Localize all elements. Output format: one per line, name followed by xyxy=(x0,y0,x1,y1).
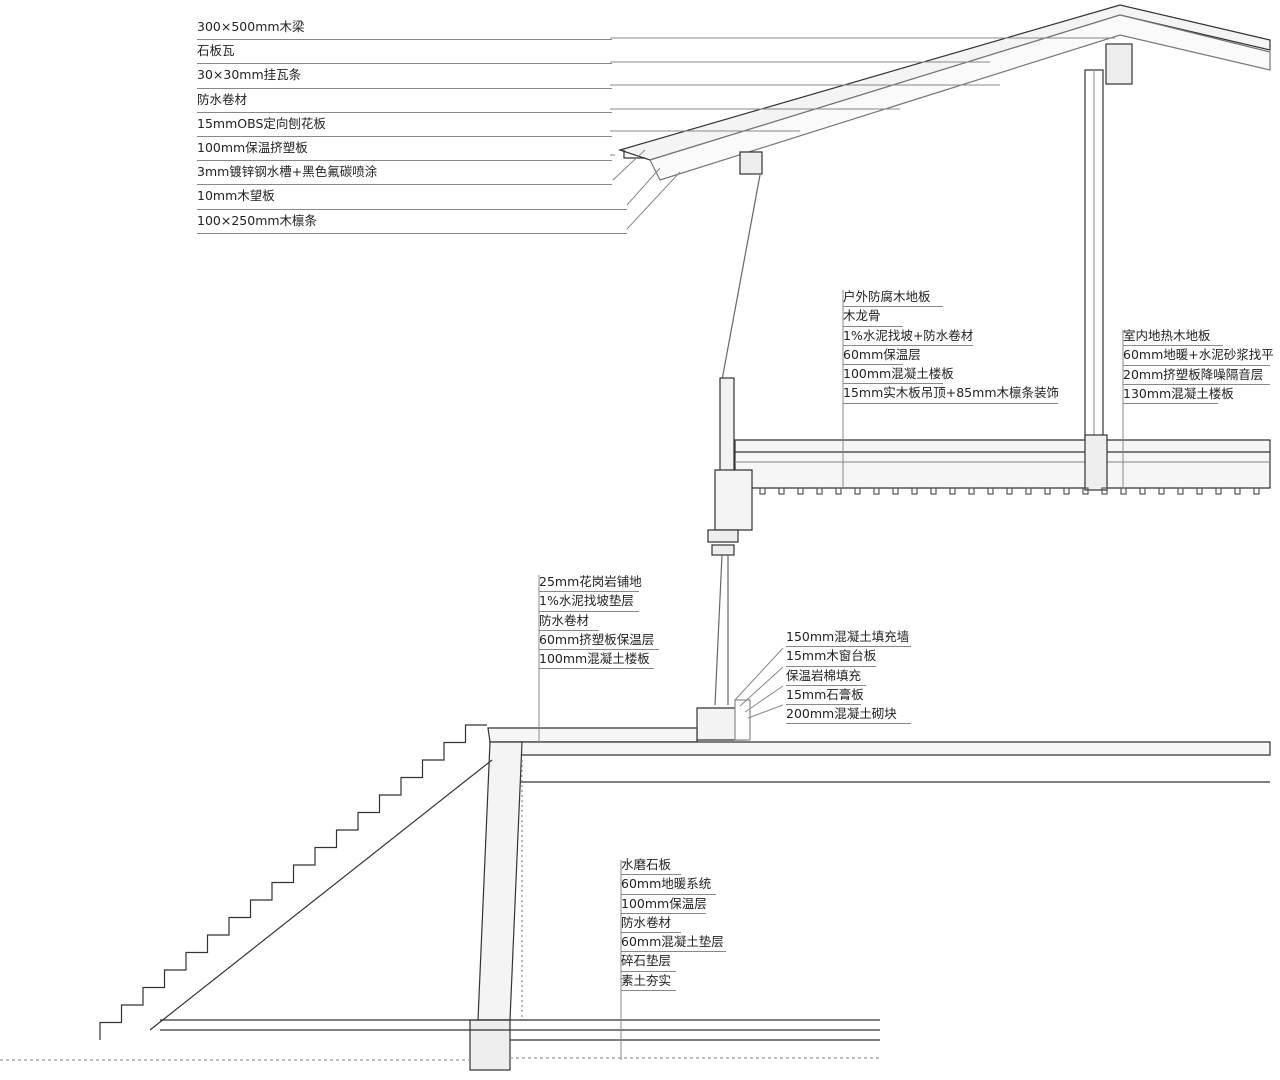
batten xyxy=(1044,487,1051,495)
layer-label: 1%水泥找坡+防水卷材 xyxy=(843,327,973,346)
layer-label: 25mm花岗岩铺地 xyxy=(539,573,642,593)
batten xyxy=(1006,487,1013,495)
batten xyxy=(1101,487,1108,495)
batten xyxy=(816,487,823,495)
layer-label: 防水卷材 xyxy=(621,914,681,934)
layer-label: 碎石垫层 xyxy=(621,952,676,972)
batten xyxy=(911,487,918,495)
batten xyxy=(1139,487,1146,495)
layer-label: 木龙骨 xyxy=(843,307,903,327)
footing xyxy=(469,1019,511,1071)
layer-label: 石板瓦 xyxy=(197,40,612,65)
retaining-wall xyxy=(477,741,523,1021)
layer-label: 100mm混凝土楼板 xyxy=(843,365,954,385)
batten xyxy=(1196,487,1203,495)
upper-wall-base xyxy=(1084,434,1108,491)
ground-line xyxy=(0,1057,880,1061)
layer-label: 100mm混凝土楼板 xyxy=(539,650,654,670)
batten xyxy=(930,487,937,495)
layer-label: 15mmOBS定向刨花板 xyxy=(197,113,612,137)
batten xyxy=(1253,487,1260,495)
layer-label: 60mm挤塑板保温层 xyxy=(539,631,659,651)
layer-label: 10mm木望板 xyxy=(197,185,627,210)
batten xyxy=(854,487,861,495)
glazing-lower xyxy=(714,554,723,706)
ground-slab xyxy=(160,1019,880,1041)
layer-label: 60mm地暖+水泥砂浆找平 xyxy=(1123,346,1274,366)
layer-label: 水磨石板 xyxy=(621,856,681,876)
layer-label: 150mm混凝土填充墙 xyxy=(786,628,911,648)
batten xyxy=(1063,487,1070,495)
layer-label: 15mm石膏板 xyxy=(786,686,864,706)
landing-slab xyxy=(487,727,698,743)
ground-floor-slab xyxy=(519,741,1271,756)
upper-floor-slab xyxy=(734,439,1271,489)
gutter xyxy=(623,150,645,159)
layer-label: 60mm地暖系统 xyxy=(621,875,716,895)
batten xyxy=(1025,487,1032,495)
layer-label: 100mm保温层 xyxy=(621,895,707,914)
cantilever-wall xyxy=(714,469,753,531)
batten xyxy=(1158,487,1165,495)
batten xyxy=(835,487,842,495)
layer-label: 100×250mm木檩条 xyxy=(197,210,627,234)
layer-label: 300×500mm木梁 xyxy=(197,16,612,41)
layer-label: 60mm保温层 xyxy=(843,346,921,366)
layer-label: 3mm镀锌钢水槽+黑色氟碳喷涂 xyxy=(197,161,612,186)
batten xyxy=(873,487,880,495)
layer-label: 保温岩棉填充 xyxy=(786,667,866,686)
layer-label: 户外防腐木地板 xyxy=(843,288,943,308)
batten xyxy=(892,487,899,495)
glazing-upper xyxy=(721,174,761,381)
layer-label: 防水卷材 xyxy=(197,89,612,113)
layer-label: 素土夯实 xyxy=(621,972,676,992)
layer-label: 60mm混凝土垫层 xyxy=(621,933,726,953)
layer-label: 200mm混凝土砌块 xyxy=(786,705,911,725)
batten xyxy=(987,487,994,495)
layer-label: 100mm保温挤塑板 xyxy=(197,137,612,162)
layer-label: 1%水泥找坡垫层 xyxy=(539,592,639,612)
batten xyxy=(778,487,785,495)
stair-soffit xyxy=(149,759,493,1031)
ceiling-battens xyxy=(759,487,1260,495)
batten xyxy=(1082,487,1089,495)
roof-insulation xyxy=(649,14,1271,181)
layer-label: 130mm混凝土楼板 xyxy=(1123,385,1234,405)
batten xyxy=(1120,487,1127,495)
layer-label: 30×30mm挂瓦条 xyxy=(197,64,612,89)
leader-lines xyxy=(538,37,1124,1060)
batten xyxy=(1177,487,1184,495)
batten xyxy=(1234,487,1241,495)
batten xyxy=(759,487,766,495)
rockwool-infill xyxy=(734,699,751,741)
ridge-beam xyxy=(1105,43,1133,85)
stair-steps xyxy=(99,724,487,1040)
layer-label: 室内地热木地板 xyxy=(1123,327,1223,347)
purlin xyxy=(739,151,763,175)
batten xyxy=(968,487,975,495)
layer-label: 防水卷材 xyxy=(539,612,599,631)
batten xyxy=(797,487,804,495)
layer-label: 15mm木窗台板 xyxy=(786,647,876,667)
batten xyxy=(949,487,956,495)
layer-label: 15mm实木板吊顶+85mm木檩条装饰 xyxy=(843,384,1059,404)
batten xyxy=(1215,487,1222,495)
layer-label: 20mm挤塑板降噪隔音层 xyxy=(1123,366,1270,385)
